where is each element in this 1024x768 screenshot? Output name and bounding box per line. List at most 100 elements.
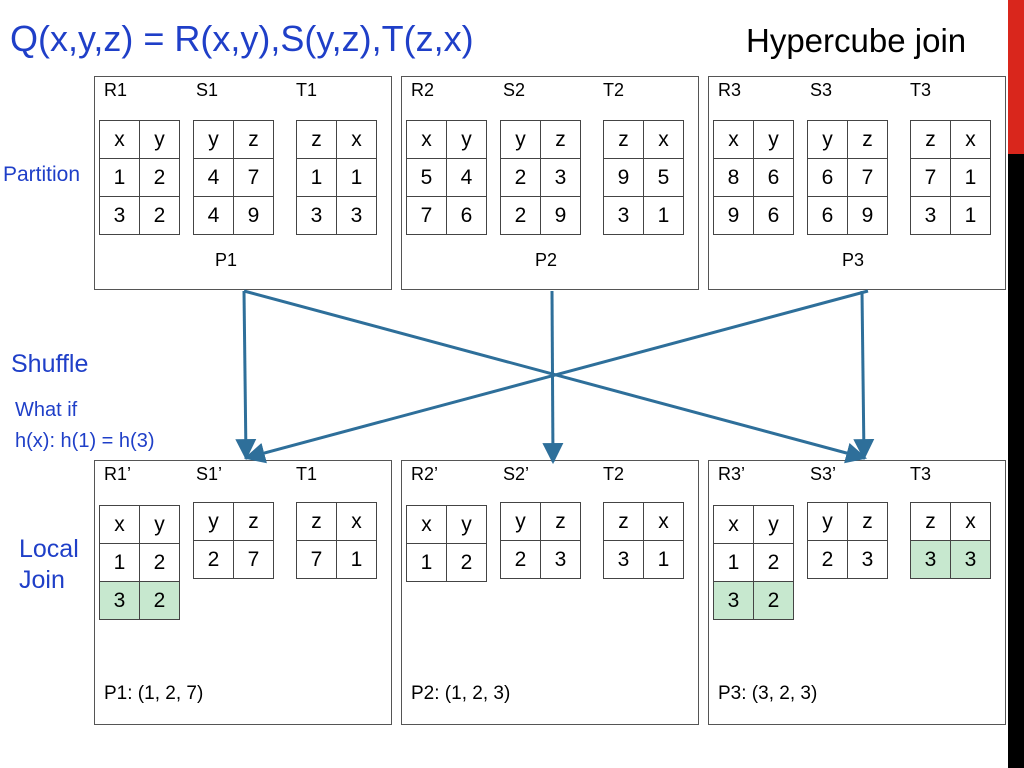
table-cell: 2 — [807, 540, 848, 579]
relation-label: R2 — [411, 80, 435, 100]
column-header: x — [643, 120, 684, 159]
table-cell: 7 — [847, 158, 888, 197]
column-header: z — [910, 120, 951, 159]
column-header: x — [406, 505, 447, 544]
column-header: x — [99, 120, 140, 159]
table-cell: 6 — [446, 196, 487, 235]
table-cell: 3 — [99, 581, 140, 620]
table-cell: 9 — [233, 196, 274, 235]
table-cell: 1 — [643, 540, 684, 579]
table-cell: 4 — [193, 158, 234, 197]
column-header: x — [950, 502, 991, 541]
relation-label: R3’ — [718, 464, 746, 484]
table-cell: 1 — [643, 196, 684, 235]
table-cell: 7 — [233, 540, 274, 579]
table-cell: 1 — [406, 543, 447, 582]
table-cell: 3 — [540, 158, 581, 197]
table-cell: 2 — [446, 543, 487, 582]
column-header: x — [643, 502, 684, 541]
relation-label: T2 — [603, 80, 625, 100]
relation-label: T1 — [296, 80, 318, 100]
relation-label: T1 — [296, 464, 318, 484]
column-header: z — [847, 120, 888, 159]
table-cell: 3 — [713, 581, 754, 620]
local-join-label-line1: Local — [19, 535, 79, 563]
column-header: z — [233, 120, 274, 159]
table-cell: 4 — [193, 196, 234, 235]
table-cell: 2 — [139, 543, 180, 582]
local-join-label-line2: Join — [19, 566, 65, 594]
table-cell: 2 — [500, 196, 541, 235]
accent-bar-red — [1008, 0, 1024, 154]
column-header: x — [99, 505, 140, 544]
column-header: x — [950, 120, 991, 159]
join-result: P1: (1, 2, 7) — [104, 683, 204, 704]
table-cell: 2 — [139, 581, 180, 620]
table-cell: 2 — [139, 196, 180, 235]
arrow-p3-to-p3 — [853, 290, 875, 461]
table-cell: 6 — [753, 196, 794, 235]
table-cell: 3 — [910, 540, 951, 579]
partition-name: P2 — [535, 250, 558, 270]
table-cell: 3 — [336, 196, 377, 235]
relation-label: T3 — [910, 464, 932, 484]
table-cell: 7 — [233, 158, 274, 197]
table-cell: 1 — [950, 196, 991, 235]
relation-label: R2’ — [411, 464, 439, 484]
relation-label: S2’ — [503, 464, 530, 484]
relation-label: R1 — [104, 80, 128, 100]
table-cell: 9 — [847, 196, 888, 235]
table-cell: 2 — [753, 543, 794, 582]
relation-label: R1’ — [104, 464, 132, 484]
relation-label: S2 — [503, 80, 526, 100]
partition-name: P1 — [215, 250, 238, 270]
table-cell: 9 — [540, 196, 581, 235]
column-header: z — [910, 502, 951, 541]
slide-title: Hypercube join — [746, 22, 967, 59]
table-cell: 3 — [847, 540, 888, 579]
query-title: Q(x,y,z) = R(x,y),S(y,z),T(z,x) — [10, 18, 474, 59]
join-result: P3: (3, 2, 3) — [718, 683, 818, 704]
table-cell: 2 — [139, 158, 180, 197]
column-header: y — [500, 120, 541, 159]
join-result: P2: (1, 2, 3) — [411, 683, 511, 704]
partition-name: P3 — [842, 250, 865, 270]
relation-label: T3 — [910, 80, 932, 100]
